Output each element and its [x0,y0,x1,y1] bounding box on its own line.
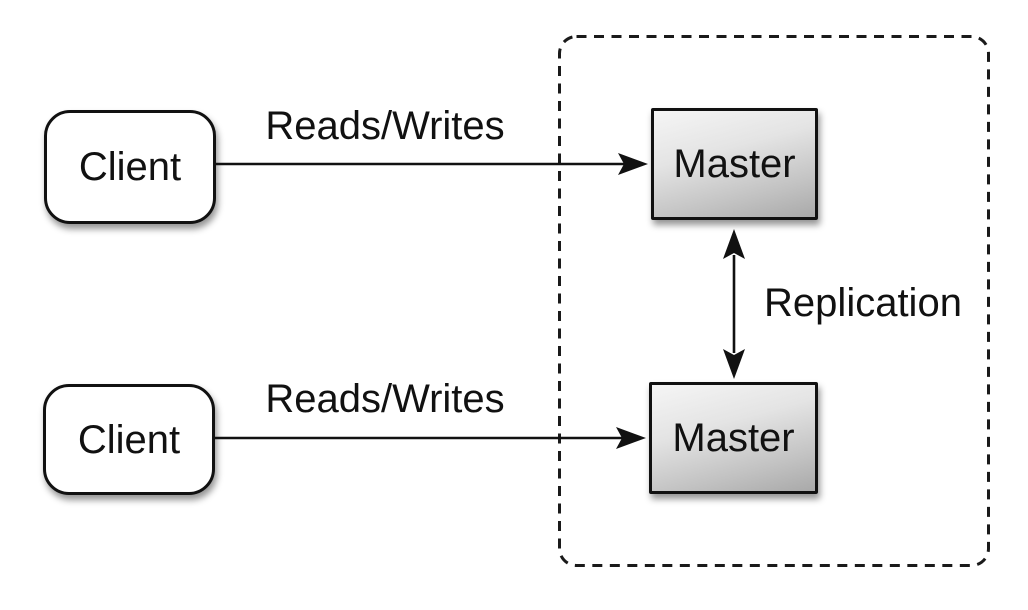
client-node-bottom-label: Client [77,417,181,462]
edge-label-reads-writes-top: Reads/Writes [265,104,505,148]
arrow-replication-bidirectional [723,229,745,379]
master-node-bottom-label: Master [672,416,795,460]
master-node-top-label: Master [673,142,796,186]
client-node-top: Client [44,110,216,224]
arrowhead-down [723,349,745,379]
edge-label-reads-writes-bottom: Reads/Writes [265,377,505,421]
client-node-top-label: Client [78,145,182,189]
client-node-bottom: Client [43,384,215,495]
arrow-reads-writes-top [216,153,648,175]
edge-label-replication: Replication [764,281,962,325]
master-node-bottom: Master [649,382,818,494]
arrowhead-up [723,229,745,259]
master-node-top: Master [651,108,818,220]
arrow-reads-writes-bottom [215,427,646,449]
